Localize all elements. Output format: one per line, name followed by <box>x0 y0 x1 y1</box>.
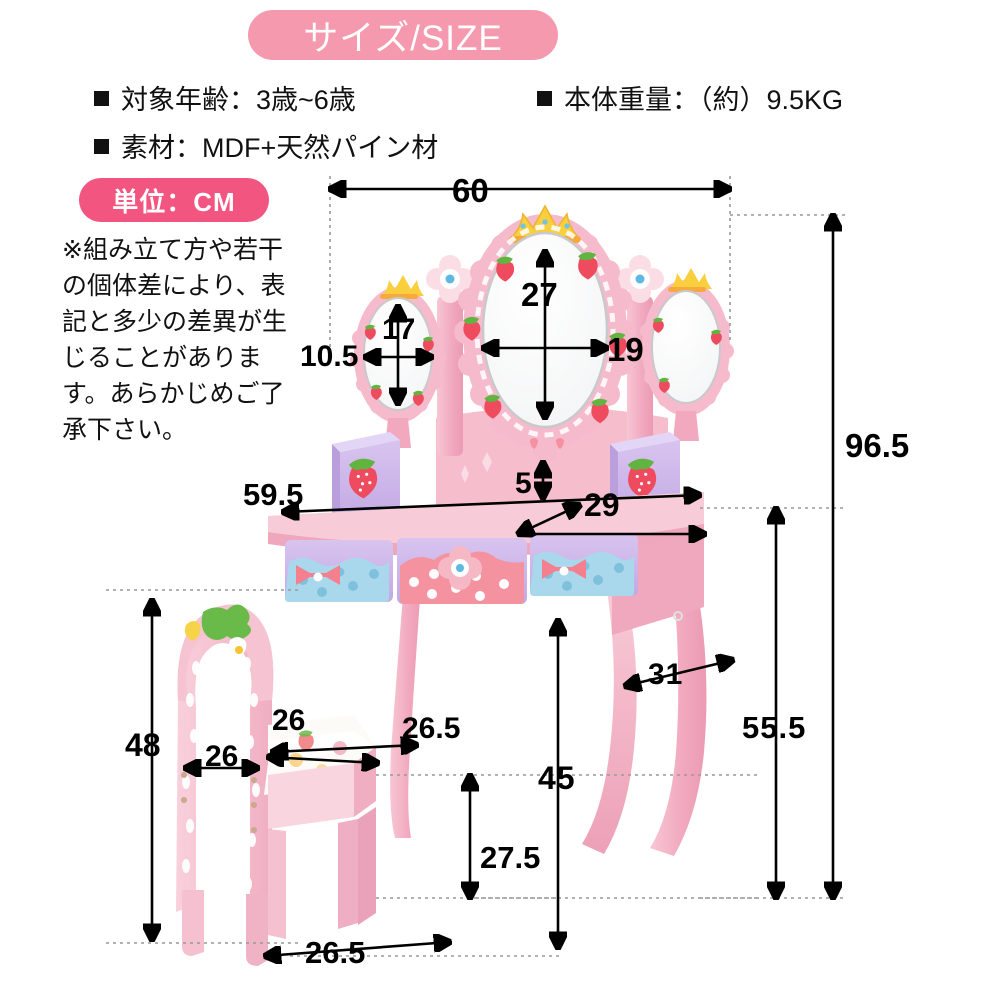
desk-backboard <box>436 407 668 510</box>
dim-label-chair-seat-width: 26.5 <box>402 712 461 745</box>
dim-label-desk-top-depth: 29 <box>584 487 620 523</box>
storage-cup-right <box>610 432 680 522</box>
dim-label-leg-depth: 31 <box>648 658 684 691</box>
chair-screws <box>181 772 257 833</box>
dim-label-desk-top-width: 59.5 <box>243 477 304 512</box>
desk-top <box>268 492 704 557</box>
spec-item-material: 素材：MDF+天然パイン材 <box>94 126 438 165</box>
dim-label-side-mirror-height: 17 <box>382 313 416 346</box>
spec-item-age: 対象年齢：3歳~6歳 <box>94 78 356 117</box>
spec-weight-text: 本体重量：（約）9.5KG <box>564 85 844 115</box>
dim-label-chair-seat-depth: 26 <box>272 704 306 737</box>
crown-icon <box>509 204 581 239</box>
side-mirror-left <box>350 275 446 448</box>
storage-cup-left <box>332 432 400 522</box>
page-title: サイズ/SIZE <box>303 18 503 58</box>
drawer-left <box>285 540 393 602</box>
spec-item-weight: 本体重量：（約）9.5KG <box>537 78 843 117</box>
dim-label-chair-total-height: 48 <box>125 727 161 763</box>
flower-knob-icon <box>438 546 482 590</box>
dim-label-overall-height: 96.5 <box>845 427 910 464</box>
spec-material-text: 素材：MDF+天然パイン材 <box>121 133 439 163</box>
drawer-center <box>397 538 527 604</box>
mirror-post-right <box>627 296 653 456</box>
chair-polka-dots <box>182 657 260 891</box>
mirror-post-left <box>437 296 463 456</box>
post-flower-icon-right <box>616 255 664 303</box>
dim-label-chair-base-width: 26.5 <box>305 935 366 970</box>
vanity-side-panel <box>612 495 704 635</box>
dim-label-chair-back-width: 26 <box>205 740 239 773</box>
unit-badge-label: 単位：CM <box>112 186 236 217</box>
side-mirror-right <box>638 268 734 441</box>
dim-label-center-mirror-height: 27 <box>521 276 558 313</box>
backboard-decor <box>461 450 645 483</box>
drawer-right <box>530 534 638 596</box>
dim-label-chair-seat-height: 27.5 <box>480 840 541 875</box>
unit-badge: 単位：CM <box>79 178 269 222</box>
dim-label-mirror-total-width: 60 <box>452 172 489 209</box>
hardware-detail <box>673 611 683 621</box>
disclaimer-note: ※組み立て方や若干の個体差により、表記と多少の差異が生じることがあります。あらか… <box>62 236 288 444</box>
crown-icon <box>670 268 712 289</box>
post-flower-icon-left <box>426 255 474 303</box>
page-title-banner: サイズ/SIZE <box>248 10 558 60</box>
bullet-square-icon <box>537 91 552 107</box>
chair <box>176 604 376 966</box>
dim-label-center-mirror-width: 19 <box>607 331 644 368</box>
dim-label-backboard-height: 5 <box>515 467 532 500</box>
dim-label-desk-height: 55.5 <box>742 710 807 745</box>
crown-icon <box>382 275 424 296</box>
dim-label-side-mirror-width: 10.5 <box>300 340 359 373</box>
dim-label-knee-clearance-height: 45 <box>538 760 576 796</box>
spec-age-text: 対象年齢：3歳~6歳 <box>121 85 356 115</box>
bullet-square-icon <box>94 91 109 107</box>
bullet-square-icon <box>94 139 109 155</box>
strawberry-leaf-icon <box>184 604 251 658</box>
